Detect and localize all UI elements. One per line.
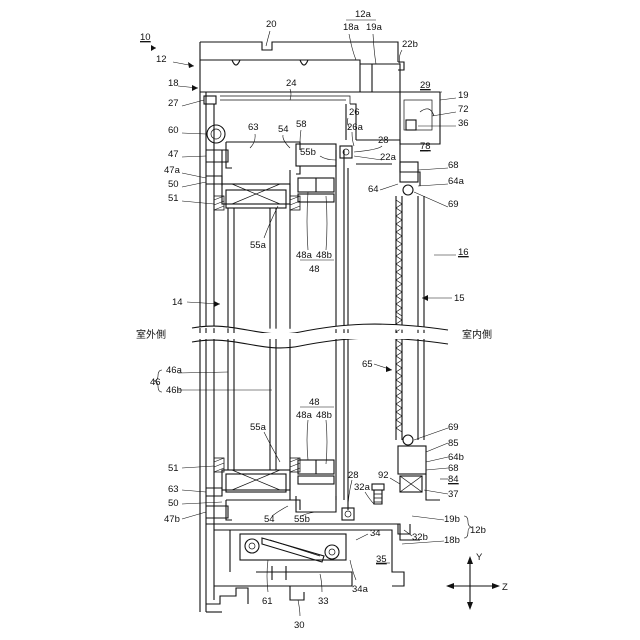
ref-label-33: 33 <box>318 596 329 607</box>
sill-frame <box>206 484 420 612</box>
ref-label-29: 29 <box>420 80 431 91</box>
ref-label-54: 54 <box>264 514 275 525</box>
ref-label-92: 92 <box>378 470 389 481</box>
ref-label-35: 35 <box>376 554 387 565</box>
ref-label-14: 14 <box>172 297 183 308</box>
ref-label-50: 50 <box>168 498 179 509</box>
ref-label-32a: 32a <box>354 482 371 493</box>
ref-label-51: 51 <box>168 463 179 474</box>
ref-label-19a: 19a <box>366 22 383 33</box>
ref-label-15: 15 <box>454 293 465 304</box>
ref-label-24: 24 <box>286 78 297 89</box>
reference-labels: 20 12a 18a 19a 10 22b 12 18 24 29 19 27 72 26 36 60 63 58… <box>140 9 486 631</box>
ref-label-27: 27 <box>168 98 179 109</box>
ref-label-46: 46 <box>150 377 161 388</box>
ref-label-12: 12 <box>156 54 167 65</box>
ref-label-55a: 55a <box>250 422 267 433</box>
ref-label-72: 72 <box>458 104 469 115</box>
ref-label-48a: 48a <box>296 250 313 261</box>
break-lines <box>192 324 448 348</box>
ref-label-28: 28 <box>348 470 359 481</box>
ref-label-10: 10 <box>140 32 151 43</box>
ref-label-51: 51 <box>168 193 179 204</box>
ref-label-48: 48 <box>309 264 320 275</box>
ref-label-28: 28 <box>378 135 389 146</box>
ref-label-54: 54 <box>278 124 289 135</box>
ref-label-64a: 64a <box>448 176 465 187</box>
ref-label-26: 26 <box>349 107 360 118</box>
ref-label-19: 19 <box>458 90 469 101</box>
ref-label-68: 68 <box>448 463 459 474</box>
ref-label-19b: 19b <box>444 514 460 525</box>
ref-label-50: 50 <box>168 179 179 190</box>
ref-label-68: 68 <box>448 160 459 171</box>
ref-label-61: 61 <box>262 596 273 607</box>
ref-label-63: 63 <box>168 484 179 495</box>
ref-label-16: 16 <box>458 247 469 258</box>
ref-label-46b: 46b <box>166 385 182 396</box>
ref-label-20: 20 <box>266 19 277 30</box>
ref-label-34a: 34a <box>352 584 369 595</box>
ref-label-30: 30 <box>294 620 305 631</box>
ref-label-47a: 47a <box>164 165 181 176</box>
ref-label-84: 84 <box>448 474 459 485</box>
axis-z-label: Z <box>502 582 508 593</box>
ref-label-48a: 48a <box>296 410 313 421</box>
ref-label-64: 64 <box>368 184 379 195</box>
axis-y-label: Y <box>476 552 483 563</box>
ref-label-37: 37 <box>448 489 459 500</box>
ref-label-48b: 48b <box>316 250 332 261</box>
ref-label-22b: 22b <box>402 39 418 50</box>
ref-label-18b: 18b <box>444 535 460 546</box>
ref-label-46a: 46a <box>166 365 183 376</box>
ref-label-48b: 48b <box>316 410 332 421</box>
ref-label-58: 58 <box>296 119 307 130</box>
ref-label-55b: 55b <box>294 514 310 525</box>
ref-label-69: 69 <box>448 199 459 210</box>
ref-label-60: 60 <box>168 125 179 136</box>
ref-label-22a: 22a <box>380 152 397 163</box>
ref-label-63: 63 <box>248 122 259 133</box>
ref-label-85: 85 <box>448 438 459 449</box>
ref-label-36: 36 <box>458 118 469 129</box>
ref-label-64b: 64b <box>448 452 464 463</box>
ref-label-18: 18 <box>168 78 179 89</box>
ref-label-12a: 12a <box>355 9 372 20</box>
ref-label-55b: 55b <box>300 147 316 158</box>
indoor-side-label: 室内側 <box>462 328 492 341</box>
ref-label-26a: 26a <box>347 122 364 133</box>
ref-label-32b: 32b <box>412 532 428 543</box>
ref-label-12b: 12b <box>470 525 486 536</box>
ref-label-48: 48 <box>309 397 320 408</box>
ref-label-65: 65 <box>362 359 373 370</box>
ref-label-69: 69 <box>448 422 459 433</box>
ref-label-47b: 47b <box>164 514 180 525</box>
indoor-sash <box>336 140 440 520</box>
ref-label-47: 47 <box>168 149 179 160</box>
ref-label-78: 78 <box>420 141 431 152</box>
axis-indicator: Y Z <box>446 552 508 610</box>
ref-label-55a: 55a <box>250 240 267 251</box>
ref-label-34: 34 <box>370 528 381 539</box>
outdoor-side-label: 室外側 <box>136 328 166 341</box>
ref-label-18a: 18a <box>343 22 360 33</box>
